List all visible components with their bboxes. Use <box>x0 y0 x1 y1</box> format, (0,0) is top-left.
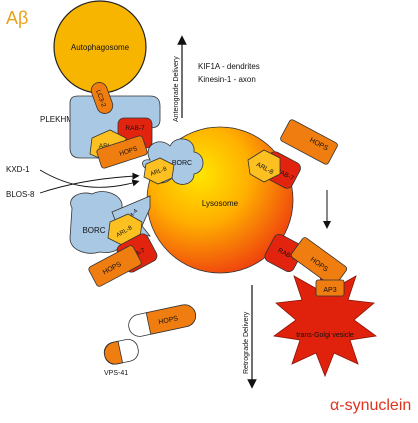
kif1a-label: KIF1A - dendrites <box>198 62 260 71</box>
plekhm1-label: PLEKHM1 <box>40 115 78 124</box>
blos8-arrow <box>39 172 140 194</box>
lc3-protein: LC3-2 <box>90 82 114 114</box>
trans-golgi-vesicle-label: trans-Golgi vesicle <box>296 332 354 339</box>
arl8-protein-right <box>247 149 281 183</box>
alpha-synuclein-label: α-synuclein <box>330 397 411 414</box>
hops-protein-bottomleft <box>88 245 142 287</box>
kxd1-label: KXD-1 <box>6 165 30 174</box>
kxd1-arrow <box>39 169 140 188</box>
rab7-label-top: RAB-7 <box>125 125 145 132</box>
hops-free-complex: HOPS <box>128 304 197 337</box>
lysosome-label: Lysosome <box>202 199 239 208</box>
hops-label-free: HOPS <box>158 315 179 326</box>
ap3-label: AP3 <box>323 287 336 294</box>
vps41-label: VPS-41 <box>104 370 128 377</box>
hops-protein-topleft <box>96 135 148 169</box>
hops-protein-lowerright <box>290 237 348 287</box>
blos8-label: BLOS-8 <box>6 190 35 199</box>
kinesin-label: Kinesin-1 - axon <box>198 75 256 84</box>
trans-golgi-vesicle <box>272 264 378 378</box>
retrograde-label: Retrograde Delivery <box>243 311 250 374</box>
hops-protein-right <box>280 119 338 165</box>
anterograde-label: Anterograde Delivery <box>173 56 180 122</box>
borc-label-top: BORC <box>172 160 192 167</box>
ap3-protein <box>315 279 345 297</box>
borc-label-bottom: BORC <box>82 226 105 235</box>
arl8-protein-center <box>143 157 175 185</box>
vps41-protein <box>103 338 139 365</box>
arl8-label-center: ARL-8 <box>150 166 169 178</box>
autophagosome-label: Autophagosome <box>71 43 130 52</box>
abeta-label: Aβ <box>6 8 28 28</box>
